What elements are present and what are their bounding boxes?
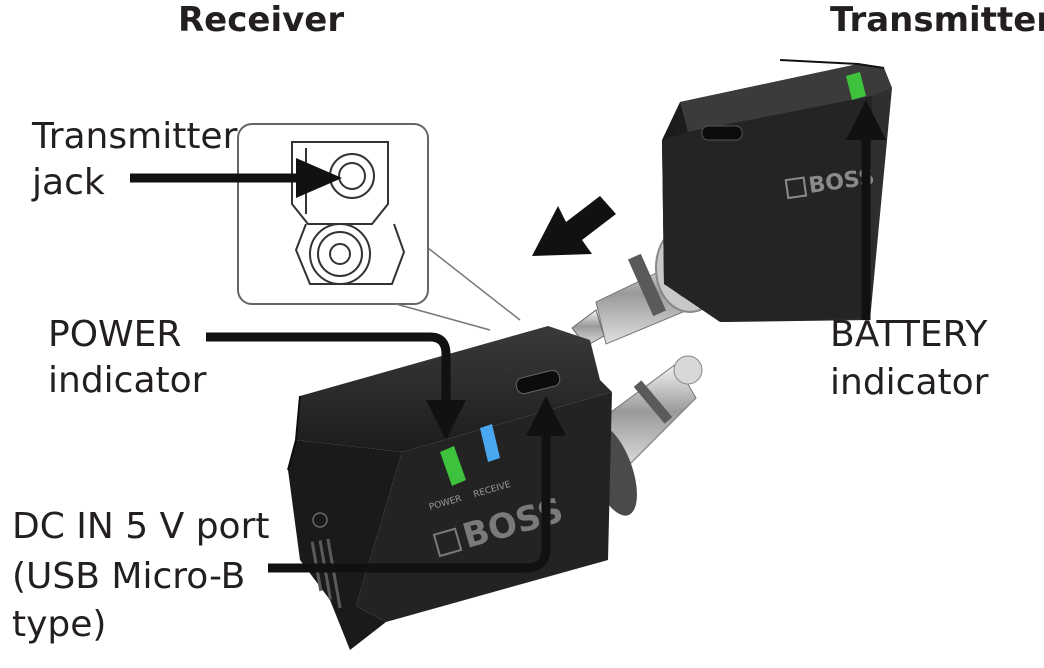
transmitter-usb-port: [701, 125, 743, 141]
battery-arrowhead: [846, 100, 886, 140]
battery-indicator-label-line1: BATTERY: [830, 314, 988, 355]
callout-arrows: [130, 100, 886, 573]
receiver-heading: Receiver: [178, 0, 345, 40]
power-indicator-label-line1: POWER: [48, 314, 182, 355]
receive-led: [480, 424, 500, 462]
dc-in-port-label-line2: (USB Micro-B: [12, 556, 246, 597]
transmitter-jack-label-line2: jack: [32, 162, 105, 203]
power-arrowhead: [426, 400, 466, 440]
jack-inset: [237, 123, 521, 331]
receiver-usb-port: [515, 369, 561, 395]
transmitter-jack-label-line1: Transmitter: [32, 116, 238, 157]
insert-direction-arrow: [532, 196, 616, 256]
receiver-device: POWER RECEIVE BOSS: [287, 326, 703, 650]
dc-arrowhead: [526, 396, 566, 436]
dc-leader: [268, 426, 551, 573]
transmitter-heading: Transmitter: [830, 0, 1044, 40]
transmitter-device: BOSS: [571, 59, 892, 347]
battery-led: [846, 72, 866, 100]
battery-indicator-label-line2: indicator: [830, 362, 989, 403]
dc-in-port-label-line1: DC IN 5 V port: [12, 506, 270, 547]
power-indicator-label-line2: indicator: [48, 360, 207, 401]
power-leader: [206, 332, 451, 414]
dc-in-port-label-line3: type): [12, 604, 107, 645]
transmitter-jack-arrowhead: [296, 158, 342, 198]
power-led: [440, 446, 466, 486]
